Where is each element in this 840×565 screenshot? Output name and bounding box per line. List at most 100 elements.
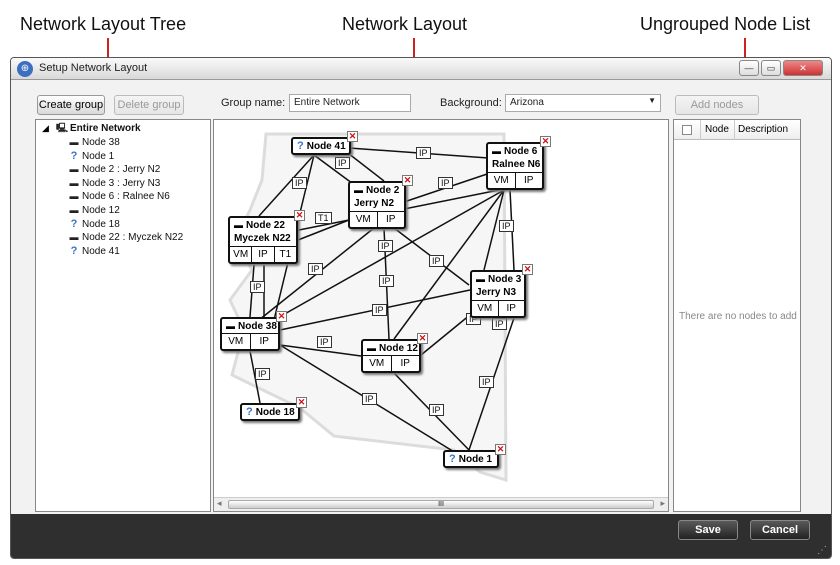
tree-item[interactable]: ?Node 41 bbox=[68, 245, 120, 258]
delete-group-button[interactable]: Delete group bbox=[114, 95, 184, 115]
create-group-button[interactable]: Create group bbox=[37, 95, 105, 115]
scroll-left-icon[interactable]: ◂ bbox=[217, 498, 222, 508]
tree-item-label: Node 41 bbox=[82, 245, 120, 257]
port-label[interactable]: IP bbox=[524, 175, 534, 186]
scroll-thumb[interactable]: III bbox=[228, 500, 654, 509]
network-link[interactable] bbox=[483, 189, 505, 271]
map-node-header: ▬Node 2 bbox=[350, 183, 404, 198]
map-node-ports: VM IP bbox=[363, 355, 419, 371]
port-label[interactable]: VM bbox=[472, 301, 499, 316]
tree-item-label: Node 1 bbox=[82, 150, 115, 162]
remove-node-icon[interactable]: ✕ bbox=[296, 397, 307, 408]
tree-root-entire-network[interactable]: 🖳Entire Network bbox=[56, 122, 141, 135]
port-label[interactable]: IP bbox=[386, 214, 396, 225]
add-nodes-button[interactable]: Add nodes bbox=[675, 95, 759, 115]
group-name-input[interactable]: Entire Network bbox=[289, 94, 411, 112]
cancel-button[interactable]: Cancel bbox=[750, 520, 810, 540]
dropdown-arrow-icon: ▼ bbox=[648, 96, 656, 105]
port-label[interactable]: VM bbox=[230, 247, 253, 262]
port-label[interactable]: VM bbox=[222, 334, 251, 349]
device-icon: ▬ bbox=[226, 321, 235, 331]
background-select[interactable]: Arizona▼ bbox=[505, 94, 661, 112]
port-label[interactable]: IP bbox=[400, 358, 410, 369]
ungrouped-list-header: Node Description bbox=[674, 120, 800, 140]
network-link[interactable] bbox=[393, 189, 505, 340]
tree-item[interactable]: ▬Node 3 : Jerry N3 bbox=[68, 177, 161, 190]
map-node-n41[interactable]: ?Node 41✕ bbox=[291, 131, 358, 155]
tree-item-label: Node 22 : Myczek N22 bbox=[82, 232, 184, 244]
device-icon: ▬ bbox=[69, 164, 79, 175]
port-label[interactable]: IP bbox=[252, 247, 275, 262]
callout-network-layout: Network Layout bbox=[342, 14, 468, 34]
map-node-header: ▬Node 22 bbox=[230, 218, 296, 233]
tree-item[interactable]: ▬Node 12 bbox=[68, 204, 120, 217]
close-window-button[interactable]: ✕ bbox=[783, 60, 823, 76]
tree-item[interactable]: ▬Node 22 : Myczek N22 bbox=[68, 231, 184, 244]
remove-node-icon[interactable]: ✕ bbox=[495, 444, 506, 455]
map-node-name: Node 2 bbox=[366, 185, 400, 196]
map-node-subtitle: Myczek N22 bbox=[234, 233, 291, 244]
map-node-header: ▬Node 38 bbox=[222, 319, 278, 334]
minimize-button[interactable]: — bbox=[739, 60, 759, 76]
tree-item[interactable]: ▬Node 2 : Jerry N2 bbox=[68, 163, 161, 176]
network-link[interactable] bbox=[258, 154, 315, 217]
horizontal-scrollbar[interactable]: ◂ III ▸ bbox=[214, 497, 668, 511]
expand-toggle-icon[interactable]: ◢ bbox=[42, 123, 49, 133]
column-header-description[interactable]: Description bbox=[738, 124, 789, 135]
background-label: Background: bbox=[440, 97, 502, 109]
remove-node-icon[interactable]: ✕ bbox=[276, 311, 287, 322]
resize-grip-icon[interactable]: ⋰ bbox=[817, 545, 827, 556]
maximize-button[interactable]: ▭ bbox=[761, 60, 781, 76]
unknown-icon: ? bbox=[70, 149, 78, 162]
tree-item-label: Node 6 : Ralnee N6 bbox=[82, 191, 170, 203]
tree-item[interactable]: ▬Node 6 : Ralnee N6 bbox=[68, 190, 170, 203]
map-node-subtitle: Ralnee N6 bbox=[492, 159, 541, 170]
remove-node-icon[interactable]: ✕ bbox=[347, 131, 358, 142]
port-label[interactable]: VM bbox=[350, 212, 378, 227]
port-label[interactable]: IP bbox=[506, 303, 516, 314]
port-label[interactable]: T1 bbox=[279, 249, 292, 260]
callout-network-layout-tree: Network Layout Tree bbox=[20, 14, 187, 34]
tree-item[interactable]: ?Node 18 bbox=[68, 218, 120, 231]
remove-node-icon[interactable]: ✕ bbox=[522, 264, 533, 275]
tree-item[interactable]: ? Node 1 bbox=[68, 149, 115, 163]
map-node-name: Node 1 bbox=[458, 454, 493, 465]
remove-node-icon[interactable]: ✕ bbox=[402, 175, 413, 186]
map-node-subtitle: Jerry N2 bbox=[354, 198, 395, 209]
port-label[interactable]: VM bbox=[363, 356, 392, 371]
tree-item-label: Node 12 bbox=[82, 205, 120, 216]
network-link[interactable] bbox=[297, 219, 350, 241]
network-link[interactable] bbox=[273, 189, 505, 321]
ungrouped-node-list: Node Description There are no nodes to a… bbox=[673, 119, 801, 512]
tree-item[interactable]: ▬Node 38 bbox=[68, 136, 120, 149]
empty-list-message: There are no nodes to add bbox=[679, 311, 797, 322]
remove-node-icon[interactable]: ✕ bbox=[417, 333, 428, 344]
unknown-icon: ? bbox=[70, 217, 78, 230]
select-all-checkbox[interactable] bbox=[682, 125, 692, 135]
port-label[interactable]: IP bbox=[259, 336, 269, 347]
link-type-label: IP bbox=[250, 281, 265, 293]
device-icon: ▬ bbox=[69, 137, 79, 147]
remove-node-icon[interactable]: ✕ bbox=[294, 210, 305, 221]
save-button[interactable]: Save bbox=[678, 520, 738, 540]
scroll-right-icon[interactable]: ▸ bbox=[660, 498, 665, 508]
port-label[interactable]: VM bbox=[488, 173, 516, 188]
map-node-n1[interactable]: ?Node 1✕ bbox=[443, 444, 506, 468]
map-node-ports: VM IP bbox=[222, 333, 278, 349]
group-name-label: Group name: bbox=[221, 97, 286, 109]
map-node-n18[interactable]: ?Node 18✕ bbox=[240, 397, 307, 421]
column-header-node[interactable]: Node bbox=[705, 124, 729, 135]
network-link[interactable] bbox=[343, 149, 385, 182]
device-icon: ▬ bbox=[234, 220, 243, 230]
map-node-name: Node 18 bbox=[255, 407, 295, 418]
remove-node-icon[interactable]: ✕ bbox=[540, 136, 551, 147]
network-link[interactable] bbox=[279, 344, 362, 357]
